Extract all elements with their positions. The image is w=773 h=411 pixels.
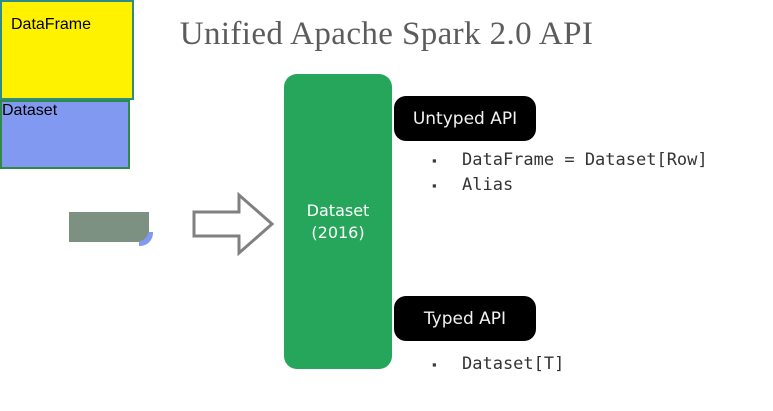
dataset-2016-label-line1: Dataset: [306, 200, 370, 220]
untyped-api-pill: Untyped API: [394, 96, 536, 141]
typed-api-pill: Typed API: [394, 296, 536, 341]
typed-api-label: Typed API: [423, 308, 507, 329]
list-item: ▪ Dataset[T]: [432, 352, 564, 377]
dataset-2016-label-line2: (2016): [311, 222, 365, 242]
untyped-api-bullet-list: ▪ DataFrame = Dataset[Row] ▪ Alias: [432, 148, 708, 198]
page-title: Unified Apache Spark 2.0 API: [179, 16, 594, 52]
dataset-box: Dataset: [0, 100, 130, 169]
list-item-text: DataFrame = Dataset[Row]: [462, 150, 708, 170]
list-item-text: Alias: [462, 175, 514, 195]
dataset-2016-box: Dataset (2016): [284, 74, 392, 369]
bullet-marker-icon: ▪: [432, 178, 437, 193]
overlap-intersection: [69, 212, 149, 242]
list-item: ▪ Alias: [432, 173, 708, 198]
dataframe-box: DataFrame: [0, 0, 134, 100]
right-arrow-icon: [192, 192, 274, 256]
list-item: ▪ DataFrame = Dataset[Row]: [432, 148, 708, 173]
untyped-api-label: Untyped API: [412, 108, 518, 129]
typed-api-bullet-list: ▪ Dataset[T]: [432, 352, 564, 377]
dataframe-label: DataFrame: [11, 16, 92, 33]
bullet-marker-icon: ▪: [432, 357, 437, 372]
dataset-label: Dataset: [2, 102, 58, 119]
list-item-text: Dataset[T]: [462, 354, 565, 374]
bullet-marker-icon: ▪: [432, 153, 437, 168]
